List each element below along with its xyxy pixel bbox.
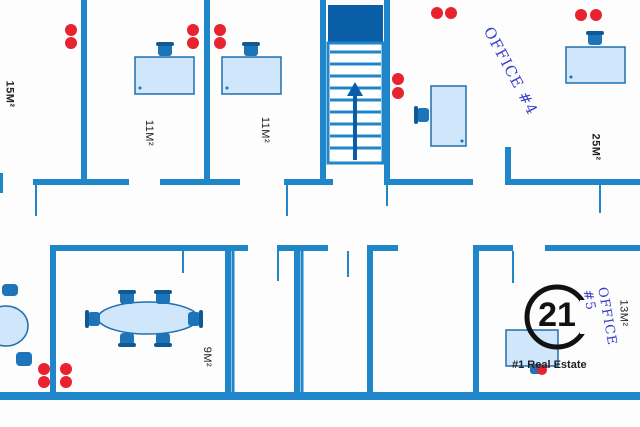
desk <box>430 85 467 147</box>
meeting-table <box>97 301 199 335</box>
chair-icon <box>242 42 260 56</box>
up-arrow-icon <box>347 82 363 160</box>
chair-icon <box>156 42 174 56</box>
room-area-label: 11M² <box>259 116 272 144</box>
chair-icon <box>154 290 172 304</box>
chair-icon <box>85 310 100 328</box>
staircase <box>326 5 385 165</box>
round-table <box>0 305 29 347</box>
chair-icon <box>118 290 136 304</box>
room-area-label: 9M² <box>201 346 214 368</box>
desk <box>134 56 195 95</box>
chair-icon <box>118 333 136 347</box>
chair-icon <box>586 31 604 45</box>
desk <box>221 56 282 95</box>
logo-number: 21 <box>538 296 576 334</box>
logo-tagline: #1 Real Estate <box>512 359 587 371</box>
fire-extinguisher-markers <box>38 7 602 388</box>
chair-icon <box>2 284 18 296</box>
desk <box>565 46 626 84</box>
room-area-label: 13M² <box>617 299 630 327</box>
chair-icon <box>414 106 429 124</box>
chair-icon <box>188 310 203 328</box>
chair-icon <box>154 333 172 347</box>
room-area-label: 11M² <box>143 119 156 147</box>
century21-logo <box>524 284 596 350</box>
room-area-label: 25M² <box>589 133 602 161</box>
walls <box>0 0 640 400</box>
room-area-label: 15M² <box>3 80 16 108</box>
chair-icon <box>16 352 32 366</box>
